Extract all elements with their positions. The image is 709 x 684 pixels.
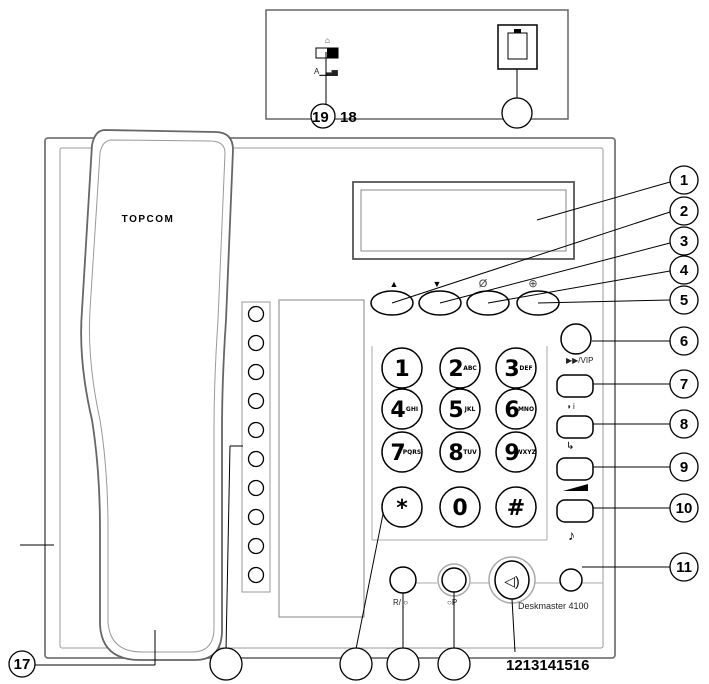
- callout-17: 17: [14, 656, 31, 673]
- callout-circle-memory: [209, 647, 243, 681]
- volume-icon: [563, 484, 588, 491]
- delete-icon: Ø: [479, 278, 488, 290]
- callout-circle-keypad: [339, 647, 373, 681]
- back-panel: ⌂ A▁▃▅ 19 18: [265, 9, 569, 129]
- memory-keys: [225, 299, 365, 651]
- handsfree-call-button[interactable]: [556, 415, 594, 439]
- callout-10: 10: [676, 500, 693, 517]
- memory-key-8[interactable]: [247, 508, 265, 526]
- keypad-key-letters: DEF: [519, 365, 532, 372]
- keypad-key-digit: 9: [504, 441, 519, 466]
- enter-icon: ⊕: [528, 278, 537, 290]
- keypad-key-digit: 0: [452, 496, 467, 521]
- keypad-key[interactable]: #: [495, 486, 537, 528]
- keypad-key[interactable]: 0: [439, 486, 481, 528]
- pause-label: ○P: [447, 598, 457, 607]
- volume-button[interactable]: [556, 457, 594, 481]
- recall-button[interactable]: [389, 566, 417, 594]
- line-jack: [497, 24, 538, 70]
- memory-key-10[interactable]: [247, 566, 265, 584]
- callout-4: 4: [680, 262, 689, 279]
- keypad-key-digit: 8: [448, 441, 463, 466]
- memory-key-1[interactable]: [247, 305, 265, 323]
- callout-circle-jack: [501, 97, 533, 129]
- keypad-key[interactable]: 1: [381, 347, 423, 389]
- memory-label-card: [278, 299, 365, 618]
- keypad-key-digit: 1: [394, 357, 409, 382]
- up-arrow-icon: ▲: [390, 279, 399, 289]
- memory-key-4[interactable]: [247, 392, 265, 410]
- memory-key-5[interactable]: [247, 421, 265, 439]
- callout-18: 18: [340, 109, 357, 126]
- callout-2: 2: [680, 203, 688, 220]
- callout-12-16: 1213141516: [506, 657, 589, 674]
- keypad-key-digit: 7: [390, 441, 405, 466]
- keypad-key-digit: #: [507, 496, 525, 521]
- callout-8: 8: [680, 416, 688, 433]
- memory-key-7[interactable]: [247, 479, 265, 497]
- memory-key-9[interactable]: [247, 537, 265, 555]
- keypad-key-letters: TUV: [463, 449, 477, 456]
- callout-5: 5: [680, 292, 688, 309]
- keypad-key-letters: ABC: [463, 365, 477, 372]
- callout-circle-pause: [437, 647, 471, 681]
- callout-9: 9: [680, 459, 688, 476]
- pause-button[interactable]: [441, 567, 467, 593]
- keypad-key-digit: 2: [448, 357, 463, 382]
- keypad-key-digit: 6: [504, 398, 519, 423]
- ringer-setting-button[interactable]: [556, 374, 594, 398]
- callout-11: 11: [676, 559, 692, 576]
- ringer-setting-label: ◑ i: [566, 402, 575, 411]
- keypad-key-letters: JKL: [464, 406, 476, 413]
- memory-key-6[interactable]: [247, 450, 265, 468]
- callout-6: 6: [680, 333, 688, 350]
- function-keys: ▶▶/VIP ◑ i ↳ ♪: [556, 323, 594, 543]
- redial-vip-button[interactable]: [560, 323, 592, 355]
- keypad-key-letters: MNO: [518, 406, 534, 413]
- handset-icon: ↳: [566, 441, 574, 452]
- mute-button[interactable]: [559, 568, 583, 592]
- callouts-bottom: 17 1213141516: [8, 513, 589, 681]
- down-arrow-icon: ▼: [433, 279, 442, 289]
- handset: TOPCOM: [80, 129, 234, 661]
- redial-vip-label: ▶▶/VIP: [566, 356, 593, 365]
- keypad-key-letters: PQRS: [403, 449, 421, 456]
- speaker-icon: ◁): [504, 573, 519, 589]
- brand-logo: TOPCOM: [122, 214, 175, 225]
- keypad-key-letters: WXYZ: [516, 449, 537, 456]
- keypad-key-digit: 4: [390, 398, 405, 423]
- memory-key-3[interactable]: [247, 363, 265, 381]
- callouts-right: 1 2 3 4 5 6 7 8 9 10 11: [391, 165, 699, 582]
- recall-label: R/ ○: [393, 598, 408, 607]
- callout-19: 19: [312, 109, 329, 126]
- memory-key-2[interactable]: [247, 334, 265, 352]
- keypad-key[interactable]: *: [381, 486, 423, 528]
- model-label: Deskmaster 4100: [518, 601, 589, 611]
- keypad-key-digit: 5: [448, 398, 463, 423]
- callout-3: 3: [680, 233, 688, 250]
- music-note-icon: ♪: [568, 527, 575, 543]
- music-on-hold-button[interactable]: [556, 499, 594, 523]
- lcd-display: [352, 181, 575, 260]
- callout-circle-recall: [386, 647, 420, 681]
- callout-1: 1: [680, 172, 688, 189]
- keypad-key-letters: GHI: [406, 406, 418, 413]
- keypad-key-digit: 3: [504, 357, 519, 382]
- bottom-keys: R/ ○ ○P ◁) Deskmaster 4100: [389, 556, 603, 611]
- bell-symbol: ⌂: [325, 36, 330, 45]
- callout-7: 7: [680, 376, 688, 393]
- callout-circle-19: [310, 103, 336, 129]
- keypad-key-digit: *: [396, 496, 408, 521]
